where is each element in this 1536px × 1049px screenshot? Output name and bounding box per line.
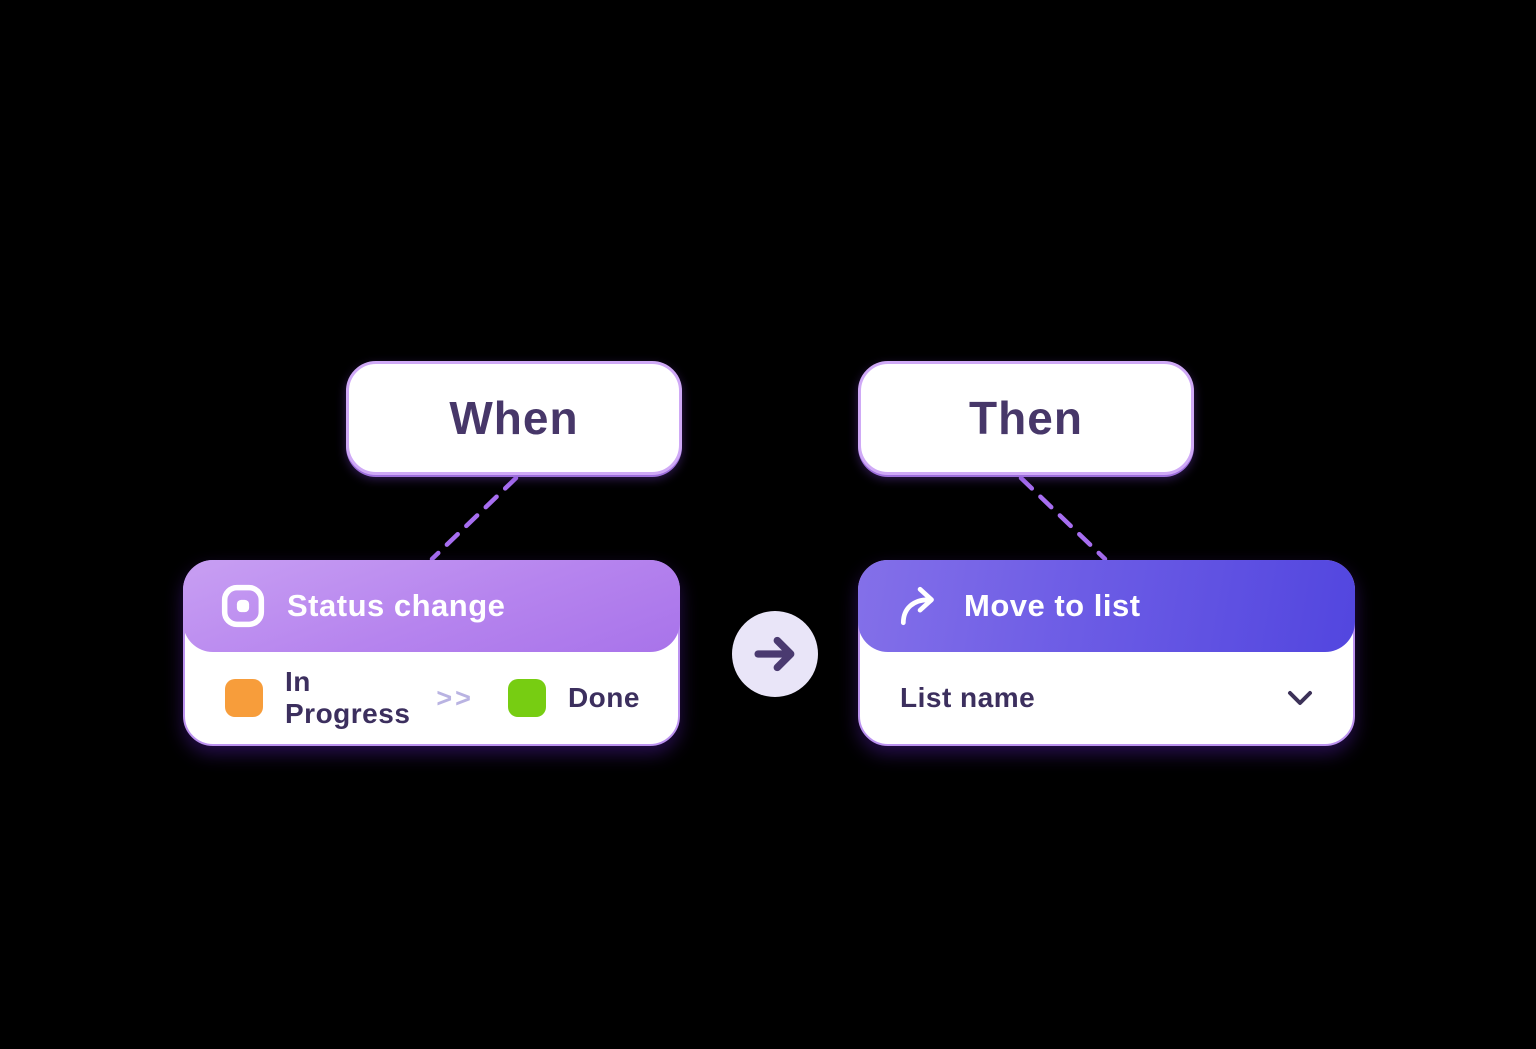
trigger-card-header[interactable]: Status change (183, 560, 680, 652)
to-status-label: Done (567, 682, 640, 713)
trigger-card: Status change In Progress >> Done (183, 560, 680, 746)
trigger-card-title: Status change (287, 588, 506, 623)
then-label: Then (969, 392, 1083, 444)
when-box: When (346, 361, 682, 475)
when-label: When (449, 392, 579, 444)
action-card-body[interactable]: List name (860, 652, 1353, 744)
action-card: Move to list List name (858, 560, 1355, 746)
then-box: Then (858, 361, 1194, 475)
action-card-title: Move to list (964, 588, 1141, 623)
arrow-right-icon (748, 627, 802, 681)
from-status-label: In Progress (285, 666, 411, 729)
trigger-card-body: In Progress >> Done (185, 652, 678, 744)
status-transition-separator: >> (436, 682, 474, 713)
action-card-header[interactable]: Move to list (858, 560, 1355, 652)
from-status-swatch (225, 679, 263, 717)
list-name-dropdown-value[interactable]: List name (900, 682, 1036, 713)
to-status-swatch (507, 679, 546, 717)
then-to-action-connector (1018, 475, 1108, 562)
flow-arrow-bubble (732, 611, 818, 697)
status-icon (221, 584, 265, 628)
forward-arrow-icon (896, 583, 942, 629)
chevron-down-icon[interactable] (1287, 690, 1313, 706)
when-to-trigger-connector (429, 475, 519, 562)
